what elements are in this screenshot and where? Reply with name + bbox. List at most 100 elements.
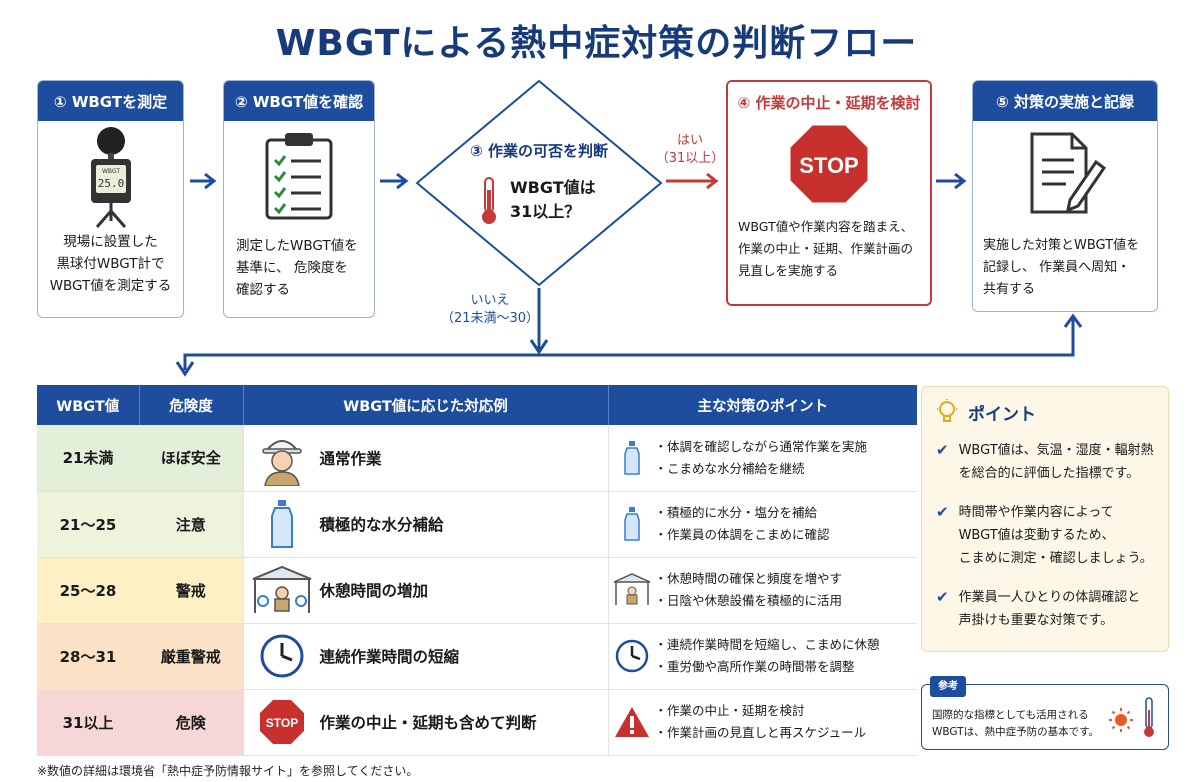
point-text: 声掛けも重要な対策です。 bbox=[958, 613, 1114, 628]
wbgt-value: 31以上 bbox=[37, 689, 139, 756]
step-measure-card: ① WBGTを測定 WBGT 25.0 現場に設置した 黒球付WBGT計で WB… bbox=[37, 80, 184, 318]
step-record-card: ⑤ 対策の実施と記録 実施した対策とWBGT値を 記録し、 作業員へ周知・ 共有… bbox=[972, 80, 1158, 312]
point-line: ・連続作業時間を短縮し、こまめに休憩 bbox=[654, 637, 880, 652]
stop-sign-text: STOP bbox=[265, 716, 297, 730]
example-text: 作業の中止・延期も含めて判断 bbox=[319, 714, 537, 732]
yes-label: はい （31以上） bbox=[650, 132, 730, 168]
point-item: ✔ 時間帯や作業内容によって WBGT値は変動するため、こまめに測定・確認しましょう… bbox=[936, 501, 1154, 570]
decision-question-line-2: 31以上？ bbox=[510, 202, 581, 221]
reference-box: 参考 国際的な指標としても活用される WBGTは、熱中症予防の基本です。 bbox=[921, 676, 1169, 750]
table-row: 31以上 危険 STOP 作業の中止・延期も含めて判断 ・作業の中止・延期を検討… bbox=[37, 689, 917, 756]
table-row: 25～28 警戒 休憩時間の増加 ・休憩時間の確保と頻度を増やす・日陰や休憩設備… bbox=[37, 557, 917, 624]
step-check-card: ② WBGT値を確認 測定したWBGT値を 基準に、 危険度を 確認する bbox=[223, 80, 375, 318]
step-check-line-3: 確認する bbox=[236, 282, 290, 298]
step-stop-line-3: 見直しを実施する bbox=[738, 263, 839, 278]
step-check-line-2: 基準に、 危険度を bbox=[236, 260, 348, 276]
thermometer-icon bbox=[482, 177, 496, 224]
table-row: 28～31 厳重警戒 連続作業時間の短縮 ・連続作業時間を短縮し、こまめに休憩・… bbox=[37, 623, 917, 690]
step-measure-line-3: WBGT値を測定する bbox=[49, 278, 172, 294]
arrow-1-to-2-icon bbox=[190, 172, 217, 190]
point-line: ・こまめな水分補給を継続 bbox=[654, 460, 805, 476]
wbgt-value: 21未満 bbox=[37, 425, 139, 492]
step-check-title: ② WBGT値を確認 bbox=[224, 81, 374, 121]
rest-tent-icon bbox=[609, 573, 655, 607]
risk-level: ほぼ安全 bbox=[139, 425, 243, 492]
point-line: ・作業員の体調をこまめに確認 bbox=[654, 527, 830, 542]
step-stop-card: ④ 作業の中止・延期を検討 STOP WBGT値や作業内容を踏まえ、 作業の中止… bbox=[726, 80, 932, 306]
reference-line-2: WBGTは、熱中症予防の基本です。 bbox=[932, 726, 1100, 738]
point-line: ・作業の中止・延期を検討 bbox=[654, 703, 805, 718]
wbgt-value: 25～28 bbox=[37, 557, 139, 624]
col-example: WBGT値に応じた対応例 bbox=[243, 385, 609, 425]
worker-helmet-icon bbox=[244, 430, 320, 486]
example-text: 通常作業 bbox=[319, 449, 382, 468]
stop-sign-icon: STOP bbox=[244, 699, 320, 745]
point-line: ・日陰や休憩設備を積極的に活用 bbox=[654, 593, 843, 608]
reference-tag: 参考 bbox=[930, 676, 966, 697]
step-measure-title: ① WBGTを測定 bbox=[38, 81, 183, 121]
warning-icon bbox=[609, 706, 655, 738]
point-text: 時間帯や作業内容によって bbox=[958, 505, 1114, 520]
point-line: ・休憩時間の確保と頻度を増やす bbox=[654, 571, 843, 586]
step-measure-line-1: 現場に設置した bbox=[63, 234, 158, 250]
table-row: 21～25 注意 積極的な水分補給 ・積極的に水分・塩分を補給・作業員の体調をこ… bbox=[37, 491, 917, 558]
clock-icon bbox=[609, 638, 655, 674]
wbgt-table: WBGT値 危険度 WBGT値に応じた対応例 主な対策のポイント 21未満 ほぼ… bbox=[37, 385, 917, 756]
check-icon: ✔ bbox=[936, 503, 949, 521]
lightbulb-icon bbox=[937, 399, 957, 422]
decision-question-line-1: WBGT値は bbox=[510, 178, 596, 197]
no-label: いいえ （21未満～30） bbox=[430, 292, 550, 328]
step-record-title: ⑤ 対策の実施と記録 bbox=[973, 81, 1157, 121]
point-line: ・積極的に水分・塩分を補給 bbox=[654, 505, 818, 520]
step-record-line-2: 記録し、 作業員へ周知・ bbox=[983, 260, 1131, 275]
flow-connector-lines bbox=[175, 288, 1083, 377]
point-title: ポイント bbox=[968, 404, 1036, 425]
reference-line-1: 国際的な指標としても活用される bbox=[932, 709, 1089, 721]
arrow-yes-icon bbox=[666, 172, 719, 190]
meter-value: 25.0 bbox=[97, 177, 124, 190]
point-text: こまめに測定・確認しましょう。 bbox=[958, 551, 1153, 566]
stop-sign-icon: STOP bbox=[728, 122, 930, 206]
check-icon: ✔ bbox=[936, 441, 949, 459]
clock-icon bbox=[244, 633, 320, 679]
water-bottle-icon bbox=[244, 499, 320, 549]
wbgt-value: 28～31 bbox=[37, 623, 139, 690]
arrow-2-to-3-icon bbox=[380, 172, 409, 190]
step-stop-line-1: WBGT値や作業内容を踏まえ、 bbox=[738, 219, 914, 234]
point-text: 作業員一人ひとりの体調確認と bbox=[958, 590, 1141, 605]
point-line: ・重労働や高所作業の時間帯を調整 bbox=[654, 659, 855, 674]
step-record-line-3: 共有する bbox=[983, 282, 1036, 297]
no-text: いいえ bbox=[470, 293, 510, 308]
point-item: ✔ 作業員一人ひとりの体調確認と声掛けも重要な対策です。 bbox=[936, 586, 1154, 632]
no-subtext: （21未満～30） bbox=[440, 311, 540, 326]
point-box: ポイント ✔ WBGT値は、気温・湿度・輻射熱を総合的に評価した指標です。 ✔ 時間… bbox=[921, 386, 1169, 652]
meter-label: WBGT bbox=[101, 168, 119, 175]
rest-tent-icon bbox=[244, 565, 320, 615]
risk-level: 注意 bbox=[139, 491, 243, 558]
example-text: 連続作業時間の短縮 bbox=[319, 648, 460, 666]
step-check-line-1: 測定したWBGT値を bbox=[236, 238, 358, 254]
wbgt-meter-icon: WBGT 25.0 bbox=[38, 121, 183, 229]
point-text: WBGT値は変動するため、 bbox=[958, 528, 1115, 543]
step-measure-line-2: 黒球付WBGT計で bbox=[56, 256, 165, 272]
yes-text: はい bbox=[676, 133, 703, 148]
point-text: を総合的に評価した指標です。 bbox=[958, 466, 1140, 481]
stop-sign-text: STOP bbox=[799, 153, 859, 178]
point-line: ・作業計画の見直しと再スケジュール bbox=[654, 725, 867, 740]
table-row: 21未満 ほぼ安全 通常作業 ・体調を確認しながら通常作業を実施・こまめな水分補… bbox=[37, 425, 917, 492]
col-points: 主な対策のポイント bbox=[608, 385, 917, 425]
step-stop-line-2: 作業の中止・延期、作業計画の bbox=[738, 241, 914, 256]
risk-level: 警戒 bbox=[139, 557, 243, 624]
col-risk: 危険度 bbox=[139, 385, 244, 425]
risk-level: 厳重警戒 bbox=[139, 623, 243, 690]
thermometer-icon bbox=[1144, 697, 1154, 737]
example-text: 積極的な水分補給 bbox=[319, 516, 444, 534]
point-text: WBGT値は、気温・湿度・輻射熱 bbox=[958, 443, 1154, 458]
point-line: ・体調を確認しながら通常作業を実施 bbox=[654, 438, 868, 454]
wbgt-value: 21～25 bbox=[37, 491, 139, 558]
point-item: ✔ WBGT値は、気温・湿度・輻射熱を総合的に評価した指標です。 bbox=[936, 439, 1154, 485]
check-icon: ✔ bbox=[936, 588, 949, 606]
step-record-line-1: 実施した対策とWBGT値を bbox=[983, 238, 1140, 253]
decision-title: ③ 作業の可否を判断 bbox=[470, 142, 608, 160]
document-pen-icon bbox=[973, 121, 1157, 225]
